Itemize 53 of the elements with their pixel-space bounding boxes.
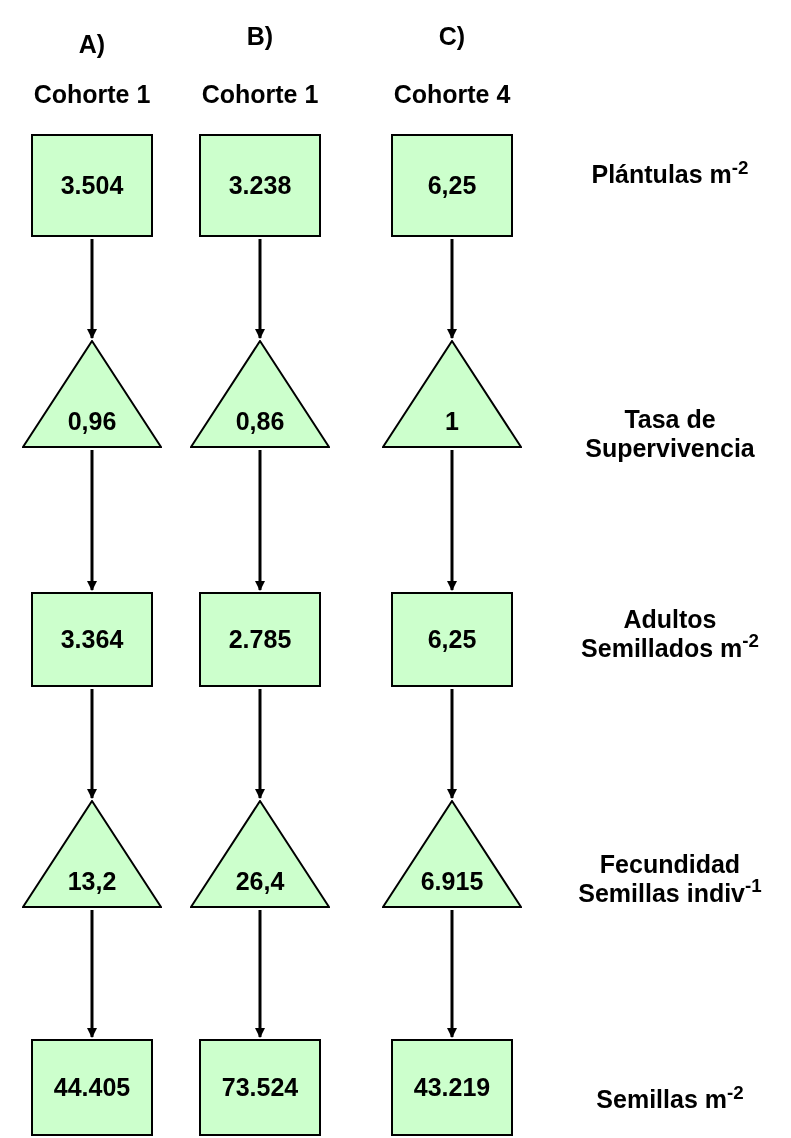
node-value: 0,86 bbox=[235, 405, 285, 437]
arrow bbox=[255, 910, 265, 1038]
row-label: Semillas m$^{-2}$ bbox=[595, 1085, 745, 1114]
value-triangle bbox=[382, 340, 522, 448]
value-triangle bbox=[22, 800, 162, 908]
arrow bbox=[255, 239, 265, 339]
arrow bbox=[447, 239, 457, 339]
arrow bbox=[447, 450, 457, 591]
arrow bbox=[447, 689, 457, 799]
node-value: 6.915 bbox=[420, 865, 484, 897]
node-value: 44.405 bbox=[53, 1071, 131, 1103]
node-value: 3.504 bbox=[60, 169, 124, 201]
row-label: Tasa de Supervivencia bbox=[584, 405, 756, 463]
row-label: Adultos Semillados m$^{-2}$ bbox=[580, 605, 760, 663]
node-value: 0,96 bbox=[67, 405, 117, 437]
row-label: Fecundidad Semillas indiv$^{-1}$ bbox=[577, 850, 763, 908]
node-value: 6,25 bbox=[427, 623, 477, 655]
column-heading: Cohorte 4 bbox=[392, 80, 512, 109]
arrow bbox=[87, 689, 97, 799]
value-triangle bbox=[22, 340, 162, 448]
node-value: 3.238 bbox=[228, 169, 292, 201]
node-value: 13,2 bbox=[67, 865, 117, 897]
row-label: Plántulas m$^{-2}$ bbox=[590, 160, 750, 189]
column-heading: Cohorte 1 bbox=[32, 80, 152, 109]
node-value: 3.364 bbox=[60, 623, 124, 655]
panel-letter: A) bbox=[77, 30, 107, 59]
value-box bbox=[31, 1039, 153, 1136]
arrow bbox=[255, 450, 265, 591]
node-value: 73.524 bbox=[221, 1071, 299, 1103]
value-box bbox=[391, 134, 513, 237]
arrow bbox=[447, 910, 457, 1038]
value-box bbox=[31, 592, 153, 687]
node-value: 6,25 bbox=[427, 169, 477, 201]
arrow bbox=[87, 239, 97, 339]
value-triangle bbox=[382, 800, 522, 908]
node-value: 26,4 bbox=[235, 865, 285, 897]
panel-letter: B) bbox=[245, 22, 275, 51]
node-value: 2.785 bbox=[228, 623, 292, 655]
panel-letter: C) bbox=[437, 22, 467, 51]
value-box bbox=[391, 592, 513, 687]
value-box bbox=[391, 1039, 513, 1136]
value-box bbox=[31, 134, 153, 237]
value-triangle bbox=[190, 340, 330, 448]
arrow bbox=[87, 910, 97, 1038]
value-box bbox=[199, 134, 321, 237]
arrow bbox=[255, 689, 265, 799]
node-value: 1 bbox=[445, 405, 459, 437]
value-triangle bbox=[190, 800, 330, 908]
value-box bbox=[199, 1039, 321, 1136]
column-heading: Cohorte 1 bbox=[200, 80, 320, 109]
node-value: 43.219 bbox=[413, 1071, 491, 1103]
value-box bbox=[199, 592, 321, 687]
arrow bbox=[87, 450, 97, 591]
